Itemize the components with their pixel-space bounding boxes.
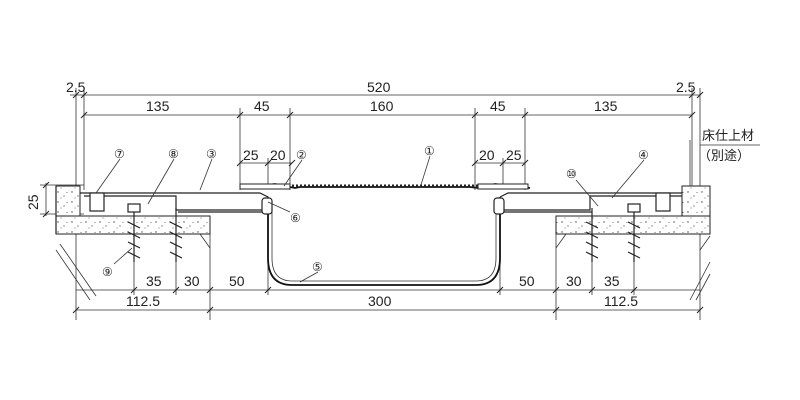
callout-6: ⑥ xyxy=(290,211,301,225)
base-frame-right xyxy=(499,192,682,213)
dim-thickness: 25 xyxy=(25,194,41,210)
dim-right-35: 35 xyxy=(604,273,620,289)
dim-right-gap: 2.5 xyxy=(676,79,696,95)
dim-right-50: 50 xyxy=(519,273,535,289)
cover-plate xyxy=(239,183,531,190)
dim-left-20: 20 xyxy=(270,147,286,163)
callout-5: ⑤ xyxy=(312,260,323,274)
callout-4: ④ xyxy=(638,148,649,162)
dim-left-50: 50 xyxy=(229,273,245,289)
callout-8: ⑧ xyxy=(168,147,179,161)
dim-bottom-left: 112.5 xyxy=(126,293,160,309)
dim-right-cover: 45 xyxy=(490,98,506,114)
dim-left-gap: 2.5 xyxy=(66,79,86,95)
dim-left-35: 35 xyxy=(146,273,162,289)
dim-total-width: 520 xyxy=(367,79,391,95)
dim-right-span: 135 xyxy=(594,98,618,114)
anchor-bolts xyxy=(127,203,641,262)
dim-left-30: 30 xyxy=(184,273,200,289)
callout-9: ⑨ xyxy=(102,265,113,279)
dim-bottom-center: 300 xyxy=(368,293,392,309)
dim-right-25: 25 xyxy=(506,147,522,163)
callout-1: ① xyxy=(424,144,435,158)
rubber-gutter xyxy=(261,197,505,286)
callout-3: ③ xyxy=(206,147,217,161)
structure-hatch xyxy=(55,233,711,301)
note-line2: （別途） xyxy=(698,148,750,164)
base-frame-left xyxy=(80,192,269,213)
dimension-labels: 2.5 520 2.5 135 45 160 45 135 25 20 20 2… xyxy=(25,79,696,309)
callout-leaders xyxy=(95,140,691,283)
callout-10: ⑩ xyxy=(566,167,577,181)
dim-left-span: 135 xyxy=(146,98,170,114)
dim-right-20: 20 xyxy=(479,147,495,163)
floor-finish-note: 床仕上材 （別途） xyxy=(698,129,760,164)
dim-bottom-right: 112.5 xyxy=(604,293,638,309)
callout-7: ⑦ xyxy=(114,147,125,161)
callouts: ① ② ③ ④ ⑤ ⑥ ⑦ ⑧ ⑨ ⑩ xyxy=(102,144,649,279)
dimension-ticks xyxy=(42,91,704,314)
dim-left-cover: 45 xyxy=(254,98,270,114)
callout-2: ② xyxy=(296,148,307,162)
dim-center: 160 xyxy=(370,98,394,114)
note-line1: 床仕上材 xyxy=(702,129,754,144)
dim-left-25: 25 xyxy=(243,147,259,163)
dim-right-30: 30 xyxy=(566,273,582,289)
